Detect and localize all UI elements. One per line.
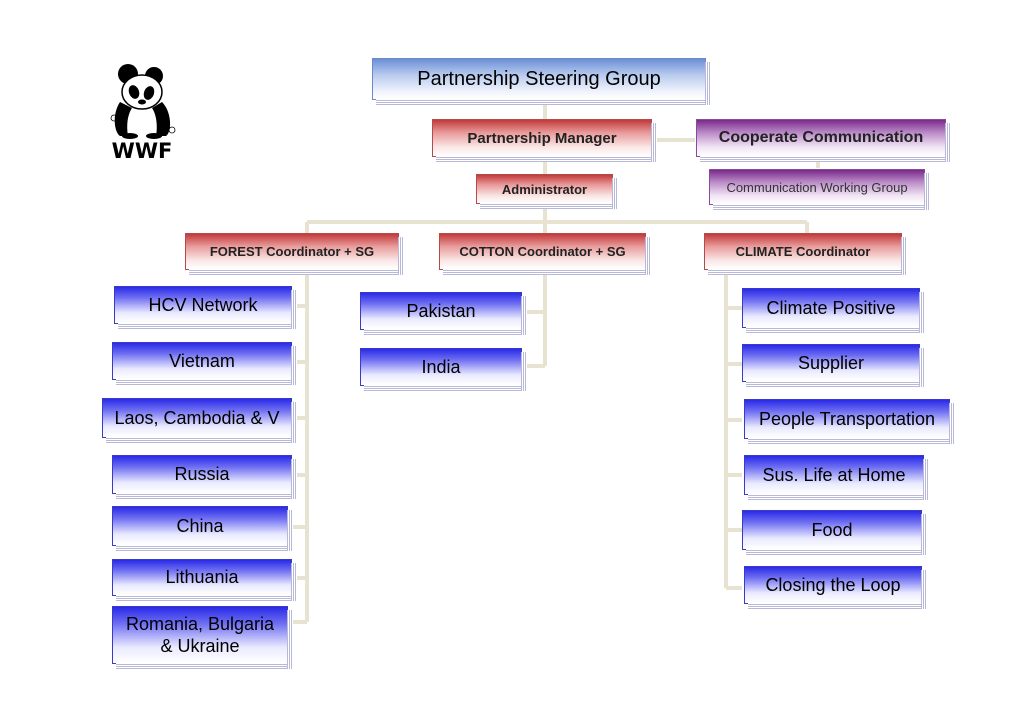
forest-item-label: Vietnam: [169, 350, 235, 371]
forest-item-label: Russia: [174, 464, 230, 484]
climate-item-label: People Transportation: [758, 408, 936, 429]
forest-coordinator-box[interactable]: FOREST Coordinator + SG: [185, 233, 404, 275]
climate-item-label: Supplier: [797, 352, 865, 373]
cotton-item-label: India: [421, 356, 461, 377]
climate-item-label: Climate Positive: [766, 297, 896, 318]
communication-working-group-label: Communication Working Group: [726, 179, 908, 195]
partnership-manager-box[interactable]: Partnership Manager: [432, 119, 657, 162]
forest-item-label: China: [176, 515, 224, 536]
cotton-item-box[interactable]: Pakistan: [360, 292, 527, 335]
cotton-coordinator-label: COTTON Coordinator + SG: [459, 244, 626, 259]
partnership-steering-group-label: Partnership Steering Group: [417, 67, 661, 90]
cooperate-communication-label: Cooperate Communication: [718, 129, 924, 146]
panda-icon: WWF: [110, 64, 176, 163]
climate-item-box[interactable]: Sus. Life at Home: [744, 455, 929, 500]
climate-item-label: Sus. Life at Home: [762, 464, 906, 485]
forest-item-box[interactable]: HCV Network: [114, 286, 297, 329]
climate-coordinator-label: CLIMATE Coordinator: [735, 244, 871, 259]
climate-coordinator-box[interactable]: CLIMATE Coordinator: [704, 233, 907, 275]
administrator-box[interactable]: Administrator: [476, 174, 618, 209]
forest-item-label: Romania, Bulgaria & Ukraine: [125, 614, 275, 656]
partnership-steering-group-box[interactable]: Partnership Steering Group: [372, 58, 711, 105]
cotton-coordinator-box[interactable]: COTTON Coordinator + SG: [439, 233, 651, 275]
forest-item-box[interactable]: Romania, Bulgaria & Ukraine: [112, 606, 293, 669]
cooperate-communication-box[interactable]: Cooperate Communication: [696, 119, 951, 162]
forest-item-box[interactable]: Laos, Cambodia & V: [102, 398, 297, 443]
partnership-manager-label: Partnership Manager: [467, 129, 617, 147]
forest-item-box[interactable]: Lithuania: [112, 559, 297, 601]
wwf-panda-logo: WWF: [106, 62, 188, 163]
forest-coordinator-label: FOREST Coordinator + SG: [209, 244, 375, 259]
climate-item-label: Food: [811, 519, 853, 540]
forest-item-box[interactable]: China: [112, 506, 293, 551]
climate-item-box[interactable]: Closing the Loop: [744, 566, 927, 609]
forest-item-label: HCV Network: [148, 294, 258, 315]
administrator-label: Administrator: [501, 181, 588, 197]
climate-item-box[interactable]: Supplier: [742, 344, 925, 387]
forest-item-label: Laos, Cambodia & V: [114, 407, 280, 428]
forest-item-box[interactable]: Russia: [112, 455, 297, 499]
svg-text:WWF: WWF: [112, 139, 173, 162]
communication-working-group-box[interactable]: Communication Working Group: [709, 169, 930, 210]
climate-item-box[interactable]: Climate Positive: [742, 288, 925, 333]
forest-item-box[interactable]: Vietnam: [112, 342, 297, 385]
climate-item-label: Closing the Loop: [765, 574, 901, 595]
climate-item-box[interactable]: People Transportation: [744, 399, 955, 444]
forest-item-label: Lithuania: [165, 567, 239, 587]
climate-item-box[interactable]: Food: [742, 510, 927, 555]
cotton-item-label: Pakistan: [406, 300, 476, 321]
cotton-item-box[interactable]: India: [360, 348, 527, 391]
